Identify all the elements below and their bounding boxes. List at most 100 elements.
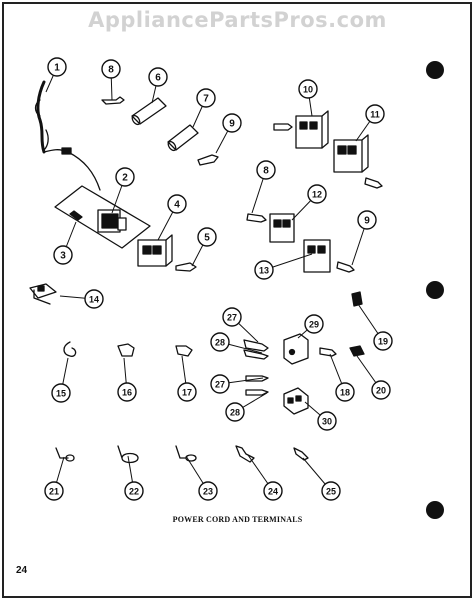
terminal-part-17 [175,345,193,357]
terminal-part-25 [293,447,309,461]
callout-number: 12 [312,190,322,200]
callout-circle [373,331,393,351]
callout-circle [222,113,242,133]
callout-14: 14 [59,289,104,309]
callout-circle [321,481,341,501]
callout-number: 27 [215,380,225,390]
callout-circle [197,227,217,247]
ring-terminal-part-23 [175,445,197,462]
callout-circle [371,380,391,400]
terminal-part-28b [245,389,269,396]
diagram-caption: POWER CORD AND TERMINALS [172,515,303,524]
ring-terminal-part-21 [55,447,75,462]
callout-8: 8 [101,59,121,101]
binder-hole-middle [426,281,444,299]
callout-25: 25 [302,457,341,501]
insulating-sleeve-part [131,97,167,126]
callout-3: 3 [53,221,77,265]
callout-number: 9 [229,119,235,130]
callout-circle [101,59,121,79]
callout-number: 27 [227,313,237,323]
callout-circle [84,289,104,309]
callout-number: 3 [60,251,66,262]
callout-number: 15 [56,389,66,399]
callout-number: 28 [230,408,240,418]
callout-circle [47,57,67,77]
callout-30: 30 [304,401,337,431]
callout-number: 9 [364,216,370,227]
callout-number: 18 [340,388,350,398]
callout-number: 8 [263,166,269,177]
callout-12: 12 [291,184,327,221]
cord-clip-part [29,283,57,305]
callout-circle [148,67,168,87]
callout-27: 27 [222,307,259,343]
callout-circle [210,374,230,394]
callout-circle [177,382,197,402]
callout-21: 21 [44,456,65,501]
callout-23: 23 [185,455,218,501]
callout-29: 29 [297,314,324,339]
terminal-part-19 [351,291,363,307]
callout-9: 9 [215,113,242,154]
callout-7: 7 [192,88,216,128]
callout-17: 17 [177,355,197,402]
connector-housing-part-13 [303,239,355,273]
callout-11: 11 [355,104,385,142]
callout-number: 5 [204,233,210,244]
callout-circle [304,314,324,334]
callout-circle [196,88,216,108]
callout-number: 10 [303,85,313,95]
callout-22: 22 [124,455,144,501]
callout-number: 25 [326,487,336,497]
callout-19: 19 [357,303,393,351]
callout-number: 19 [378,337,388,347]
callout-28: 28 [210,332,263,354]
callout-circle [198,481,218,501]
callout-8: 8 [251,160,276,214]
connector-housing-part-30 [283,387,309,415]
callout-number: 1 [54,63,60,74]
terminal-part-18 [319,347,337,357]
callout-circle [225,402,245,422]
callout-number: 11 [370,110,380,120]
callout-number: 30 [322,417,332,427]
callout-24: 24 [247,454,283,501]
connector-housing-part-4 [137,234,173,267]
terminal-part-16 [117,343,135,357]
terminal-part-9 [197,154,219,166]
callout-number: 16 [122,388,132,398]
callout-number: 4 [174,200,180,211]
callout-circle [254,260,274,280]
insulating-sleeve-part-7 [167,124,199,152]
callout-number: 14 [89,295,99,305]
callout-number: 24 [268,487,278,497]
connector-housing-part-12 [246,213,295,243]
callout-circle [335,382,355,402]
callout-18: 18 [329,353,355,402]
callout-10: 10 [298,79,318,117]
callout-number: 6 [155,73,161,84]
ring-terminal-part-22 [117,445,139,464]
callout-number: 20 [376,386,386,396]
callout-20: 20 [356,355,391,400]
binder-hole-top [426,61,444,79]
callout-circle [298,79,318,99]
callout-circle [307,184,327,204]
terminal-part-27a [243,339,269,352]
callout-circle [210,332,230,352]
callout-number: 7 [203,94,209,105]
page-number: 24 [16,565,28,576]
callout-number: 22 [129,487,139,497]
callout-13: 13 [254,253,313,280]
callout-number: 13 [259,266,269,276]
callout-circle [317,411,337,431]
callout-circle [117,382,137,402]
connector-housing-part-11 [333,134,383,189]
callout-9: 9 [351,210,377,266]
callout-circle [115,167,135,187]
callout-circle [263,481,283,501]
binder-hole-bottom [426,501,444,519]
callout-number: 23 [203,487,213,497]
